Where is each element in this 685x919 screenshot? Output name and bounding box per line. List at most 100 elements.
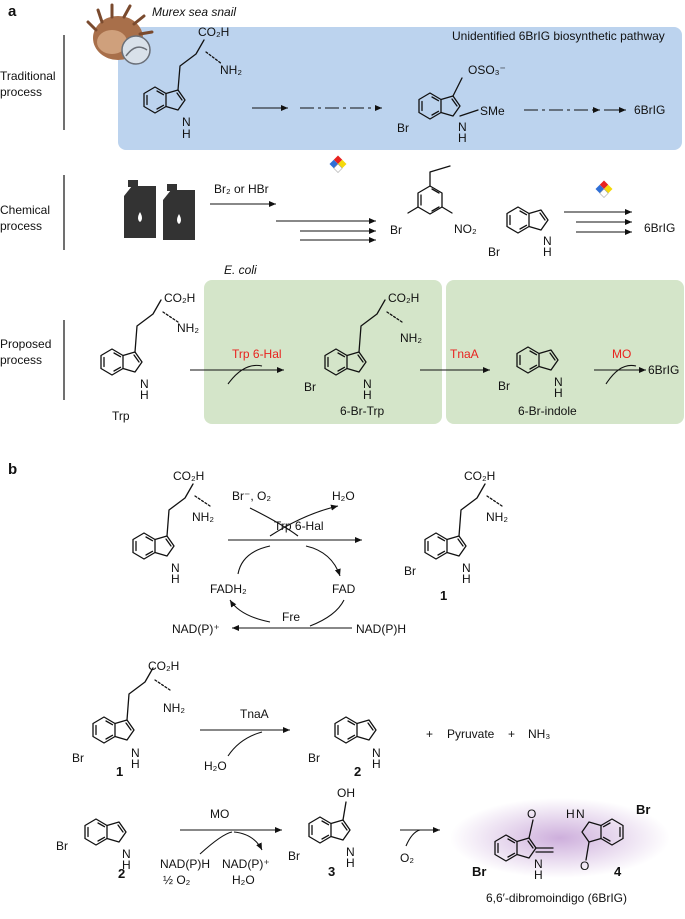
svg-text:N: N xyxy=(543,234,552,248)
water-label-step3: H₂O xyxy=(232,873,255,887)
fad-label: FAD xyxy=(332,582,356,596)
product-proposed: 6BrIG xyxy=(648,363,679,377)
compound-number-2: 2 xyxy=(354,764,361,779)
o2-label: O₂ xyxy=(400,851,414,865)
svg-text:Br: Br xyxy=(304,380,316,394)
br-trp-structure-proposed: CO₂H NH₂ Br N H 6-Br-Trp xyxy=(304,291,422,418)
cofactor-curve xyxy=(227,731,263,757)
pathway-box-green-2 xyxy=(446,280,684,424)
pathway-box-blue xyxy=(118,27,682,150)
chemical-reagent: Br₂ or HBr xyxy=(214,182,269,196)
pyruvate-label: Pyruvate xyxy=(447,727,495,741)
bromoindole-structure-proposed: Br N H 6-Br-indole xyxy=(498,346,577,418)
water-label-step1: H₂O xyxy=(332,489,355,503)
svg-text:CO₂H: CO₂H xyxy=(173,469,204,483)
svg-text:H: H xyxy=(363,388,372,402)
panel-b-label: b xyxy=(8,461,17,478)
dibromoindigo-structure: O O Br Br N H H N 4 6,6′-dibromoindigo (… xyxy=(450,798,670,905)
enzyme-trp-6-hal: Trp 6-Hal xyxy=(232,347,282,361)
compound-number-1-step2: 1 xyxy=(116,764,123,779)
svg-text:Br: Br xyxy=(472,864,486,879)
svg-text:N: N xyxy=(182,115,191,129)
nadp-plus-label: NAD(P)⁺ xyxy=(172,622,220,636)
svg-text:O: O xyxy=(580,859,589,873)
water-label-step2: H₂O xyxy=(204,759,227,773)
svg-text:N: N xyxy=(363,377,372,391)
cofactor-curve xyxy=(405,829,421,847)
compound-number-1: 1 xyxy=(440,588,447,603)
svg-text:NH₂: NH₂ xyxy=(486,510,508,524)
enzyme-mo: MO xyxy=(612,347,631,361)
row-label-chemical-2: process xyxy=(0,219,42,233)
hazard-diamond-icon xyxy=(595,180,613,198)
compound-3-structure: OH Br N H 3 xyxy=(288,786,355,879)
cofactor-curve xyxy=(227,364,263,385)
enzyme-tnaa: TnaA xyxy=(450,347,479,361)
svg-text:OSO₃⁻: OSO₃⁻ xyxy=(468,63,506,77)
fadh2-label: FADH₂ xyxy=(210,582,247,596)
svg-text:NO₂: NO₂ xyxy=(454,222,477,236)
svg-text:H: H xyxy=(566,807,575,821)
svg-text:O: O xyxy=(527,807,536,821)
bromonitrotoluene-structure: Br NO₂ xyxy=(390,165,477,237)
sulfate-intermediate-structure: OSO₃⁻ SMe Br N H xyxy=(397,63,506,145)
svg-text:H: H xyxy=(346,856,355,870)
svg-text:N: N xyxy=(458,120,467,134)
svg-text:CO₂H: CO₂H xyxy=(198,25,229,39)
svg-text:Br: Br xyxy=(72,751,84,765)
svg-text:H: H xyxy=(554,386,563,400)
svg-text:N: N xyxy=(372,746,381,760)
plus-sign: + xyxy=(426,727,433,741)
pathway-title: Unidentified 6BrIG biosynthetic pathway xyxy=(452,29,665,43)
svg-text:NH₂: NH₂ xyxy=(177,321,199,335)
svg-text:N: N xyxy=(534,857,543,871)
compound-number-2-step3: 2 xyxy=(118,866,125,881)
compound-number-4: 4 xyxy=(614,864,622,879)
panel-a-label: a xyxy=(8,3,17,20)
svg-text:NH₂: NH₂ xyxy=(400,331,422,345)
row-label-traditional-2: process xyxy=(0,85,42,99)
svg-text:H: H xyxy=(458,131,467,145)
fuel-can-icon xyxy=(124,180,195,240)
svg-text:N: N xyxy=(122,847,131,861)
svg-text:NH₂: NH₂ xyxy=(163,701,185,715)
cofactor-curve xyxy=(249,507,299,537)
pathway-box-green-1 xyxy=(204,280,442,424)
cosubstrate-label: Br⁻, O₂ xyxy=(232,489,271,503)
svg-text:Br: Br xyxy=(404,564,416,578)
svg-text:H: H xyxy=(182,127,191,141)
svg-text:H: H xyxy=(372,757,381,771)
row-label-proposed-2: process xyxy=(0,353,42,367)
enzyme-mo-b: MO xyxy=(210,807,229,821)
svg-text:N: N xyxy=(131,746,140,760)
svg-text:H: H xyxy=(122,858,131,872)
svg-text:H: H xyxy=(543,245,552,259)
enzyme-tnaa-b: TnaA xyxy=(240,707,269,721)
svg-text:Br: Br xyxy=(288,849,300,863)
compound-trp: Trp xyxy=(112,409,130,423)
svg-text:CO₂H: CO₂H xyxy=(164,291,195,305)
svg-text:SMe: SMe xyxy=(480,104,505,118)
cofactor-curve xyxy=(269,504,339,537)
svg-text:CO₂H: CO₂H xyxy=(464,469,495,483)
snail-caption: Murex sea snail xyxy=(152,5,236,19)
svg-text:H: H xyxy=(140,388,149,402)
trp-structure-traditional: CO₂H NH₂ N H xyxy=(143,25,242,141)
svg-text:N: N xyxy=(171,561,180,575)
svg-text:N: N xyxy=(346,845,355,859)
trp-structure-proposed: CO₂H NH₂ N H Trp xyxy=(100,291,199,423)
compound-2-structure: Br N H 2 xyxy=(308,716,381,779)
svg-text:Br: Br xyxy=(56,839,68,853)
compound-1-structure-step2: CO₂H NH₂ Br N H 1 xyxy=(72,659,185,779)
nadph-label: NAD(P)H xyxy=(356,622,406,636)
compound-1-structure: CO₂H NH₂ Br N H 1 xyxy=(404,469,508,603)
svg-text:CO₂H: CO₂H xyxy=(148,659,179,673)
product-name: 6,6′-dibromoindigo (6BrIG) xyxy=(486,891,627,905)
svg-text:N: N xyxy=(462,561,471,575)
svg-text:H: H xyxy=(171,572,180,586)
svg-text:N: N xyxy=(576,807,585,821)
snail-icon xyxy=(86,3,154,65)
nadp-plus-label-step3: NAD(P)⁺ xyxy=(222,857,270,871)
svg-text:Br: Br xyxy=(488,245,500,259)
